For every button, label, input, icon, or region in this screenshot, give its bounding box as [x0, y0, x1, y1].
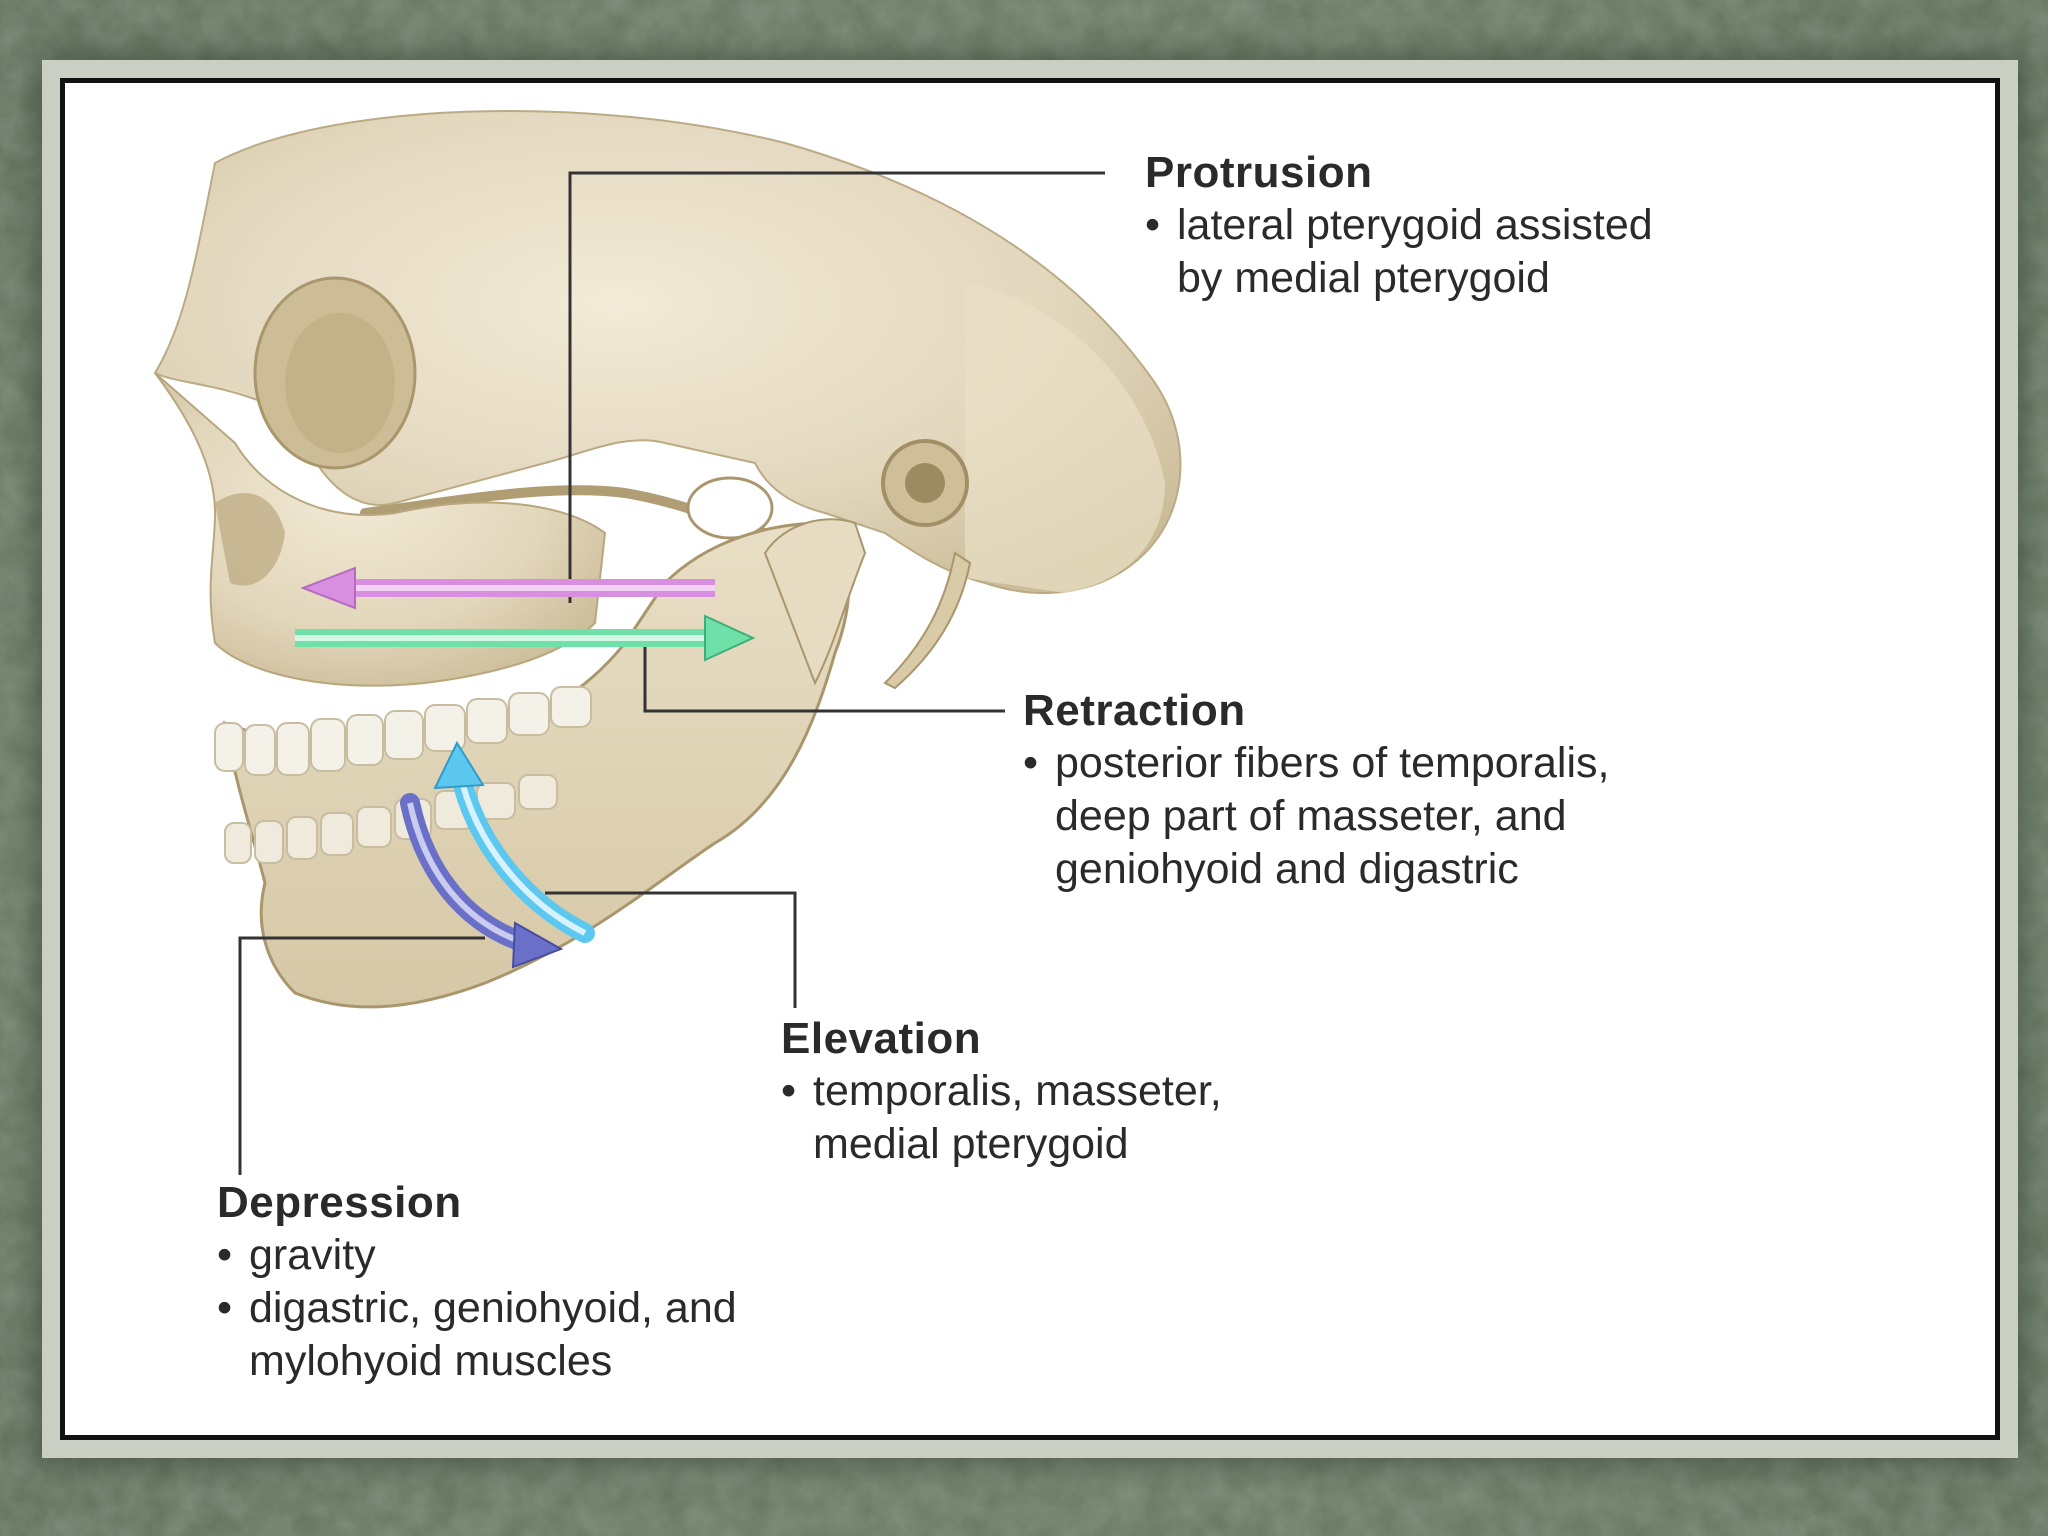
leader-lines — [238, 171, 1105, 1175]
cropped-caption — [65, 1425, 1995, 1440]
retraction-line-1: •posterior fibers of temporalis, — [1023, 737, 1609, 790]
protrusion-line-2: by medial pterygoid — [1177, 254, 1550, 302]
elevation-leader — [545, 891, 797, 1008]
bullet-icon: • — [1023, 739, 1039, 787]
slide-frame: Protrusion •lateral pterygoid assisted b… — [60, 78, 2000, 1440]
elevation-line-2: medial pterygoid — [813, 1120, 1129, 1168]
retraction-arrow — [295, 614, 756, 662]
depression-line-3: mylohyoid muscles — [249, 1337, 613, 1385]
protrusion-label: Protrusion •lateral pterygoid assisted b… — [1145, 147, 1653, 305]
depression-arrow — [400, 793, 564, 969]
elevation-line-1: •temporalis, masseter, — [781, 1065, 1222, 1118]
retraction-line-3: geniohyoid and digastric — [1055, 845, 1519, 893]
depression-label: Depression •gravity •digastric, geniohyo… — [217, 1177, 737, 1388]
skull-illustration — [153, 109, 1182, 1175]
depression-line-1: •gravity — [217, 1229, 737, 1282]
retraction-line-2: deep part of masseter, and — [1055, 792, 1567, 840]
retraction-leader — [643, 643, 1005, 713]
protrusion-line-1: •lateral pterygoid assisted — [1145, 199, 1653, 252]
elevation-label: Elevation •temporalis, masseter, medial … — [781, 1013, 1222, 1171]
bullet-icon: • — [1145, 201, 1161, 249]
elevation-arrow — [433, 740, 595, 943]
bullet-icon: • — [781, 1067, 797, 1115]
elevation-title: Elevation — [781, 1014, 982, 1063]
depression-title: Depression — [217, 1178, 462, 1227]
protrusion-arrow — [300, 566, 715, 610]
bullet-icon: • — [217, 1231, 233, 1279]
protrusion-title: Protrusion — [1145, 148, 1373, 197]
protrusion-leader — [568, 171, 1105, 603]
retraction-title: Retraction — [1023, 686, 1246, 735]
retraction-label: Retraction •posterior fibers of temporal… — [1023, 685, 1609, 896]
depression-line-2: •digastric, geniohyoid, and — [217, 1282, 737, 1335]
depression-leader — [238, 936, 485, 1175]
bullet-icon: • — [217, 1284, 233, 1332]
upper-teeth — [214, 686, 592, 776]
